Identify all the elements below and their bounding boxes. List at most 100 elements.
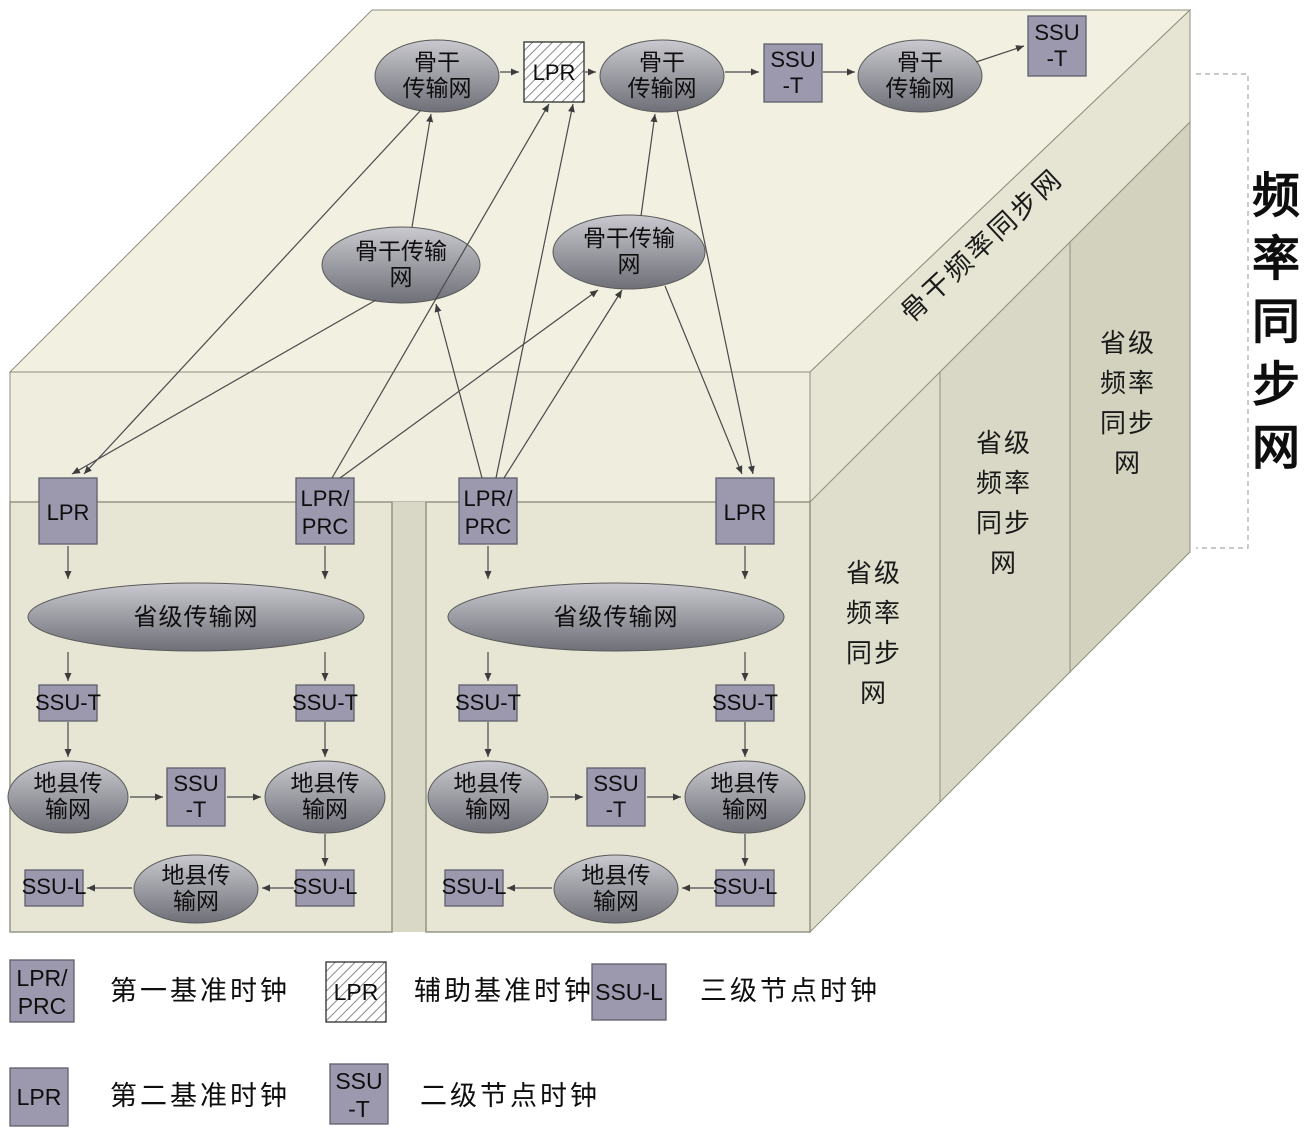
svg-text:SSU: SSU <box>335 1068 382 1094</box>
lpr-label: LPR <box>47 500 90 525</box>
legend-desc: 辅助基准时钟 <box>414 976 594 1006</box>
backbone-net-label: 传输网 <box>403 75 472 101</box>
lpr-prc-label: PRC <box>302 514 349 539</box>
backbone-net-label: 网 <box>390 264 413 290</box>
ssu-t-label: -T <box>783 73 804 98</box>
county-net-ellipse <box>427 760 549 834</box>
legend: LPR/ PRC 第一基准时钟 LPR 辅助基准时钟 SSU-L 三级节点时钟 … <box>9 959 880 1127</box>
lpr-prc-box <box>295 477 355 545</box>
main-title-char: 同 <box>1252 294 1300 350</box>
county-net-label: 输网 <box>173 888 219 914</box>
provincial-net-ellipse <box>447 582 785 652</box>
lpr-prc-label: PRC <box>465 514 512 539</box>
county-net-label: 输网 <box>722 796 768 822</box>
legend-desc: 三级节点时钟 <box>700 976 880 1006</box>
ssu-l-box <box>295 869 355 907</box>
county-net-ellipse <box>684 760 806 834</box>
backbone-net-ellipse <box>552 214 706 290</box>
main-title: 频 率 同 步 网 <box>1196 73 1300 549</box>
ssu-t-label: SSU-T <box>35 690 101 715</box>
provincial-strip-label-3: 省级 频率 同步 网 <box>1100 328 1156 478</box>
legend-item: LPR 第二基准时钟 <box>9 1067 287 1127</box>
lpr-prc-box <box>9 959 75 1023</box>
ssu-l-box <box>444 869 504 907</box>
svg-text:省级: 省级 <box>976 428 1032 458</box>
county-net-label: 地县传 <box>711 770 780 796</box>
county-net-label: 输网 <box>302 796 348 822</box>
flow-arrow <box>411 113 434 228</box>
backbone-layer <box>321 15 1087 304</box>
county-net-label: 输网 <box>593 888 639 914</box>
svg-text:网: 网 <box>990 548 1018 578</box>
svg-text:同步: 同步 <box>1100 408 1156 438</box>
backbone-net-label: 骨干 <box>414 49 460 75</box>
lpr-prc-box <box>458 477 518 545</box>
ssu-t-box <box>715 684 775 722</box>
county-net-label: 地县传 <box>291 770 360 796</box>
svg-text:网: 网 <box>1114 448 1142 478</box>
county-net-label: 地县传 <box>454 770 523 796</box>
flow-arrow <box>434 303 483 479</box>
backbone-net-ellipse <box>321 226 481 304</box>
flow-arrow <box>664 285 743 475</box>
provincial-net-label: 省级传输网 <box>554 604 679 631</box>
ssu-t-box <box>329 1063 389 1125</box>
backbone-net-label: 骨干 <box>897 49 943 75</box>
svg-text:LPR: LPR <box>17 1084 62 1110</box>
legend-desc: 二级节点时钟 <box>420 1081 600 1111</box>
county-net-label: 输网 <box>45 796 91 822</box>
backbone-net-label: 骨干 <box>639 49 685 75</box>
flow-arrow <box>339 289 599 479</box>
scope-bracket <box>1196 73 1249 549</box>
svg-text:SSU-L: SSU-L <box>595 979 663 1005</box>
county-net-label: 地县传 <box>34 770 103 796</box>
ssu-l-label: SSU-L <box>22 874 87 899</box>
county-net-ellipse <box>133 854 259 924</box>
legend-item: SSU -T 二级节点时钟 <box>329 1063 600 1125</box>
ssu-l-label: SSU-L <box>293 874 358 899</box>
lpr-box <box>9 1067 69 1127</box>
aux-lpr-label: LPR <box>533 60 576 85</box>
svg-text:-T: -T <box>348 1096 370 1122</box>
lpr-prc-label: LPR/ <box>301 486 351 511</box>
county-net-ellipse <box>7 760 129 834</box>
ssu-t-label: -T <box>186 797 207 822</box>
svg-text:频率: 频率 <box>846 598 902 628</box>
svg-text:省级: 省级 <box>846 558 902 588</box>
ssu-t-box <box>458 684 518 722</box>
aux-lpr-hatched-box <box>325 961 387 1023</box>
legend-desc: 第一基准时钟 <box>110 976 290 1006</box>
legend-item: SSU-L 三级节点时钟 <box>591 963 880 1021</box>
provincial-strip-3 <box>1069 120 1191 674</box>
ssu-l-label: SSU-L <box>442 874 507 899</box>
ssu-l-box <box>24 869 84 907</box>
backbone-net-label: 骨干传输 <box>355 238 447 264</box>
ssu-t-label: -T <box>606 797 627 822</box>
backbone-net-ellipse <box>374 39 500 113</box>
provincial-net-label: 省级传输网 <box>134 604 259 631</box>
svg-text:频率: 频率 <box>1100 368 1156 398</box>
ssu-t-label: SSU <box>1034 20 1079 45</box>
lpr-prc-label: LPR/ <box>464 486 514 511</box>
svg-text:同步: 同步 <box>976 508 1032 538</box>
flow-arrow <box>71 299 377 475</box>
ssu-l-box <box>715 869 775 907</box>
svg-text:网: 网 <box>860 678 888 708</box>
svg-text:同步: 同步 <box>846 638 902 668</box>
backbone-net-ellipse <box>857 39 983 113</box>
lpr-box <box>38 477 98 545</box>
backbone-labels: 骨干 传输网 LPR 骨干 传输网 SSU -T 骨干 传输网 SSU -T 骨… <box>355 20 1080 290</box>
backbone-net-label: 网 <box>618 251 641 277</box>
ssu-t-label: -T <box>1047 46 1068 71</box>
aux-lpr-hatched-box <box>523 41 585 103</box>
provincial-panel-2 <box>427 477 806 924</box>
provincial-net-ellipse <box>27 582 365 652</box>
panel-1-labels: LPR LPR/ PRC 省级传输网 SSU-T SSU-T 地县传 输网 SS… <box>22 486 360 914</box>
ssu-t-label: SSU <box>770 47 815 72</box>
flow-arrow <box>331 103 550 479</box>
ssu-t-label: SSU-T <box>292 690 358 715</box>
ssu-t-box <box>1027 15 1087 77</box>
ssu-t-label: SSU <box>593 771 638 796</box>
ssu-t-box <box>586 767 646 827</box>
